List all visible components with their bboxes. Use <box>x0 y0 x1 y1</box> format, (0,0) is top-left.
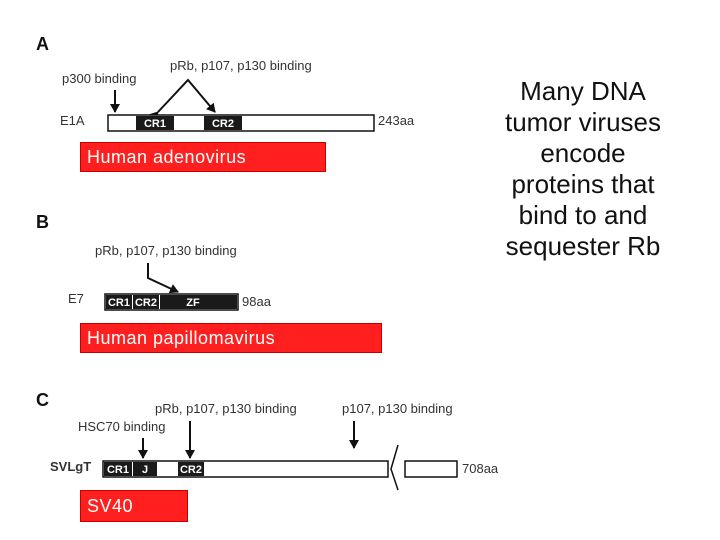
e7-cr2-domain <box>133 295 159 309</box>
caption-line: bind to and <box>518 200 648 230</box>
e1a-length-label: 243aa <box>378 113 415 128</box>
virus-label-papillomavirus: Human papillomavirus <box>80 323 382 353</box>
e7-length-label: 98aa <box>242 294 272 309</box>
hsc70-binding-label: HSC70 binding <box>78 419 165 434</box>
e7-zf-label: ZF <box>186 297 200 309</box>
e1a-cr2-domain <box>204 116 242 130</box>
svlgt-j-label: J <box>142 464 148 476</box>
e1a-cr1-domain <box>136 116 174 130</box>
svlgt-c-terminal-bar <box>404 460 458 478</box>
svlgt-length-label: 708aa <box>462 461 499 476</box>
svlgt-protein-bar <box>102 460 389 478</box>
e7-cr2-label: CR2 <box>135 297 157 309</box>
e1a-cr1-label: CR1 <box>144 118 166 130</box>
svlgt-cr2-domain <box>178 462 204 476</box>
panel-c-p107-binding-label: p107, p130 binding <box>342 401 453 416</box>
svlgt-cr1-domain <box>104 462 132 476</box>
e7-protein-label: E7 <box>68 291 84 306</box>
e7-zf-domain <box>160 295 237 309</box>
svlgt-protein-label: SVLgT <box>50 459 91 474</box>
e7-cr1-domain <box>106 295 132 309</box>
caption-line: tumor viruses <box>504 107 662 137</box>
panel-b-letter: B <box>36 212 49 232</box>
caption-line: Many DNA <box>520 76 646 106</box>
e1a-protein-label: E1A <box>60 113 85 128</box>
panel-a-letter: A <box>36 34 49 54</box>
svlgt-cr1-label: CR1 <box>107 464 129 476</box>
p300-binding-label: p300 binding <box>62 71 136 86</box>
virus-label-adenovirus: Human adenovirus <box>80 142 326 172</box>
panel-c-letter: C <box>36 390 49 410</box>
caption-line: proteins that <box>511 169 655 199</box>
caption-line: sequester Rb <box>505 231 661 261</box>
panel-b-rb-arrow <box>147 263 179 294</box>
svlgt-break-mark <box>390 444 399 491</box>
svlgt-cr2-label: CR2 <box>180 464 202 476</box>
e1a-cr2-label: CR2 <box>212 118 234 130</box>
panel-c-rb-binding-label: pRb, p107, p130 binding <box>155 401 297 416</box>
svlgt-j-domain <box>133 462 157 476</box>
panel-a-rb-arrow <box>148 78 216 122</box>
panel-a-rb-binding-label: pRb, p107, p130 binding <box>170 58 312 73</box>
virus-label-sv40: SV40 <box>80 490 188 522</box>
slide-caption: Many DNA tumor viruses encode proteins t… <box>468 76 698 262</box>
caption-line: encode <box>540 138 626 168</box>
e7-cr1-label: CR1 <box>108 297 130 309</box>
panel-b-rb-binding-label: pRb, p107, p130 binding <box>95 243 237 258</box>
